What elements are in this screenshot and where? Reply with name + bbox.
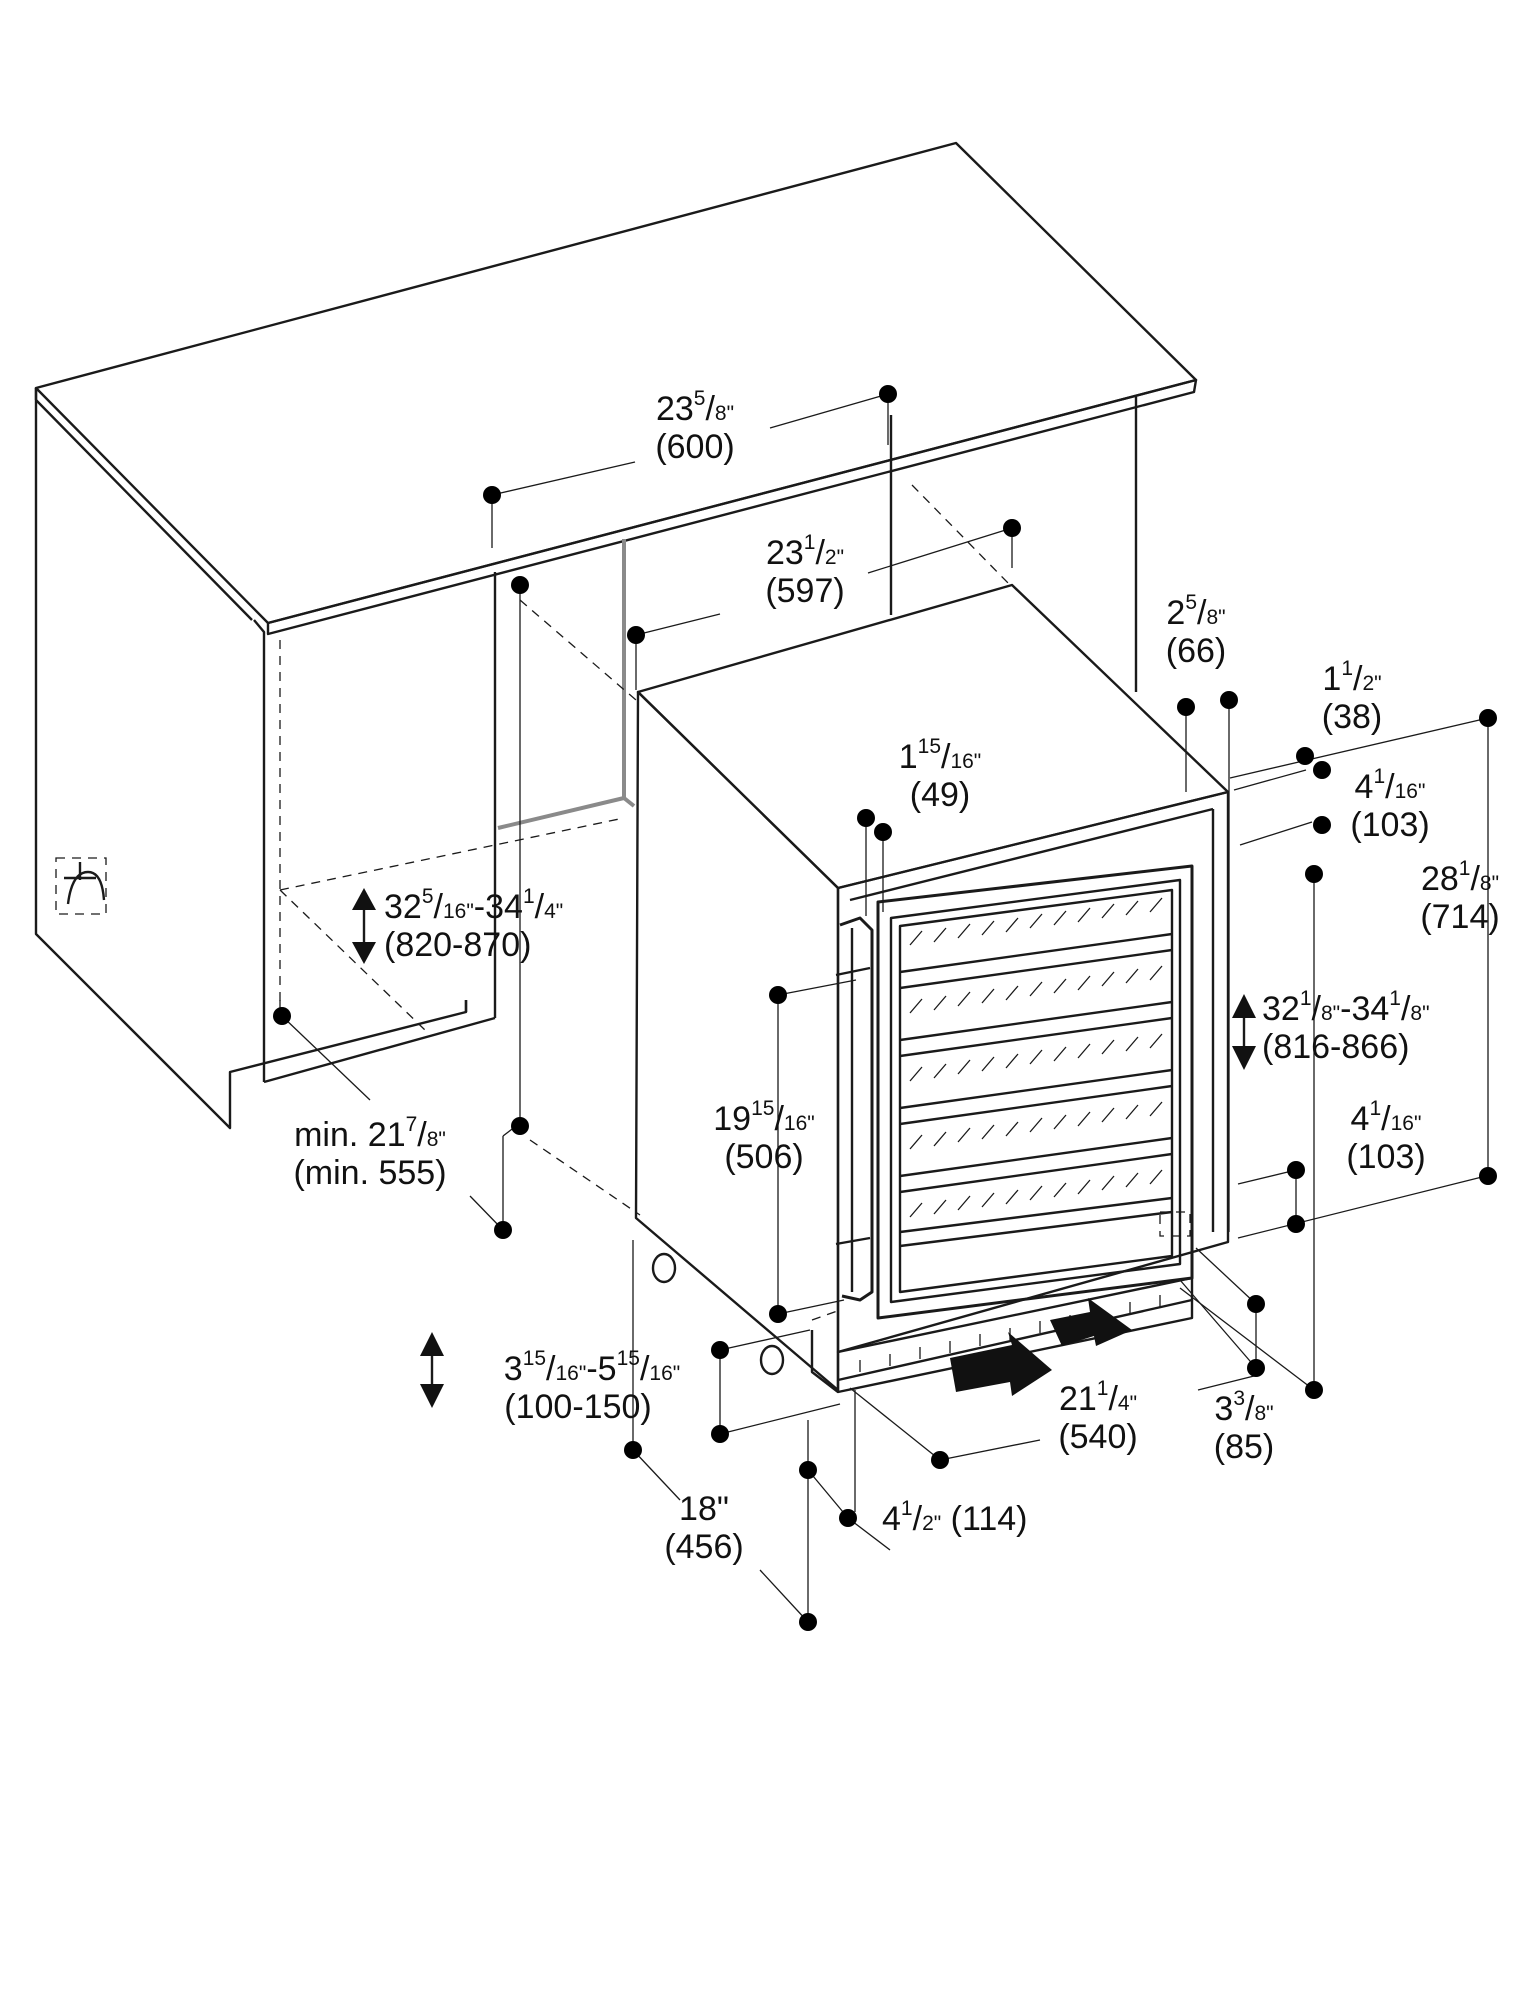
appliance-height-label: 281/8" (714) [1420,857,1500,937]
handle-length-label: 1915/16" (506) [713,1097,815,1177]
upper-hinge-offset-label: 41/16" (103) [1350,765,1430,845]
shelves [899,932,1173,1248]
airflow-out-arrow-icon [1050,1298,1132,1346]
door-handle [835,916,874,1302]
niche-width-label: 235/8" (600) [655,387,735,467]
dimension-dots [273,385,1497,1631]
dimension-lines [279,393,1489,1623]
door-thickness-label: 115/16" (49) [898,735,982,815]
depth-18-label: 18" (456) [664,1490,744,1567]
appliance-depth-label: 211/4" (540) [1058,1377,1138,1457]
feet [651,1252,785,1376]
plinth-depth-label: 41/2" (114) [882,1497,1028,1538]
socket-icon [55,857,107,915]
wine-cooler [634,583,1230,1394]
plinth-height-label: 315/16"-515/16" (100-150) [503,1347,681,1427]
lower-hinge-offset-label: 41/16" (103) [1346,1097,1426,1177]
vent-depth-label: 33/8" (85) [1213,1387,1275,1467]
bottles [909,897,1163,1218]
niche-height-label: 325/16"-341/4" (820-870) [384,885,564,965]
min-depth-label: min. 217/8" (min. 555) [293,1113,447,1193]
airflow-in-arrow-icon [950,1332,1052,1396]
top-offset-label: 11/2" (38) [1321,657,1383,737]
top-gap-label: 25/8" (66) [1165,591,1227,671]
adjust-arrow-icon [352,888,1256,1408]
appliance-width-label: 231/2" (597) [765,531,845,611]
cabinet [34,141,1198,1216]
height-range-label: 321/8"-341/8" (816-866) [1262,987,1430,1067]
